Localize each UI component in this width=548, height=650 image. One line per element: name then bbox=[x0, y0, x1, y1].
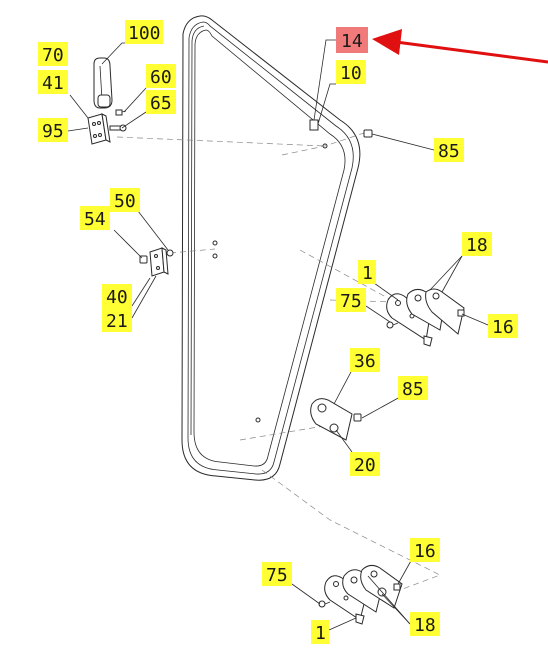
svg-text:75: 75 bbox=[266, 565, 288, 586]
hinge-plate-middle bbox=[149, 247, 169, 277]
callout-100: 100 bbox=[125, 20, 163, 44]
svg-text:100: 100 bbox=[128, 23, 161, 44]
svg-text:75: 75 bbox=[340, 291, 362, 312]
callout-54: 54 bbox=[80, 206, 110, 230]
callout-16-upper: 16 bbox=[488, 314, 518, 338]
callout-21: 21 bbox=[102, 308, 132, 332]
handle-bracket bbox=[93, 57, 113, 109]
callout-18-lower: 18 bbox=[410, 612, 440, 636]
callout-10: 10 bbox=[336, 60, 366, 84]
callout-70: 70 bbox=[38, 42, 68, 66]
callout-labels: 100 70 41 60 65 95 14 10 bbox=[38, 20, 518, 644]
hinge-plate-top bbox=[87, 113, 111, 145]
screw-65 bbox=[109, 124, 127, 132]
callout-95: 95 bbox=[38, 118, 68, 142]
svg-text:21: 21 bbox=[106, 311, 128, 332]
callout-1-lower: 1 bbox=[311, 620, 329, 644]
svg-text:85: 85 bbox=[402, 379, 424, 400]
callout-50: 50 bbox=[110, 188, 140, 212]
svg-text:1: 1 bbox=[362, 263, 373, 284]
callout-1-upper: 1 bbox=[358, 260, 376, 284]
glass-clip bbox=[309, 119, 319, 131]
svg-text:36: 36 bbox=[354, 351, 376, 372]
callout-75-upper: 75 bbox=[336, 288, 366, 312]
nut-85-top bbox=[363, 129, 373, 138]
window-glass-assembly bbox=[181, 15, 361, 481]
hinge-set-lower bbox=[324, 564, 403, 625]
callout-41: 41 bbox=[38, 70, 68, 94]
svg-text:85: 85 bbox=[438, 141, 460, 162]
svg-text:10: 10 bbox=[340, 63, 362, 84]
callout-85-top: 85 bbox=[434, 138, 464, 162]
svg-text:70: 70 bbox=[42, 45, 64, 66]
svg-text:16: 16 bbox=[414, 541, 436, 562]
hinge-set-upper bbox=[386, 288, 465, 347]
svg-text:18: 18 bbox=[414, 615, 436, 636]
svg-text:60: 60 bbox=[150, 67, 172, 88]
callout-20: 20 bbox=[350, 452, 380, 476]
svg-text:20: 20 bbox=[354, 455, 376, 476]
callout-85-middle: 85 bbox=[398, 376, 428, 400]
svg-text:50: 50 bbox=[114, 191, 136, 212]
callout-16-lower: 16 bbox=[410, 538, 440, 562]
callout-40: 40 bbox=[102, 284, 132, 308]
washer-50 bbox=[166, 249, 174, 257]
svg-text:14: 14 bbox=[341, 31, 363, 52]
svg-text:54: 54 bbox=[84, 209, 106, 230]
svg-text:40: 40 bbox=[106, 287, 128, 308]
red-arrow bbox=[372, 29, 548, 64]
callout-18-upper: 18 bbox=[462, 232, 492, 256]
callout-14: 14 bbox=[336, 27, 368, 53]
svg-text:41: 41 bbox=[42, 73, 64, 94]
leader-lines bbox=[67, 39, 489, 631]
screw-75-upper bbox=[386, 321, 399, 329]
svg-text:16: 16 bbox=[492, 317, 514, 338]
callout-60: 60 bbox=[146, 64, 176, 88]
svg-text:18: 18 bbox=[466, 235, 488, 256]
callout-65: 65 bbox=[146, 90, 176, 114]
callout-75-lower: 75 bbox=[262, 562, 292, 586]
nut-85-middle bbox=[353, 413, 362, 422]
screw-75-lower bbox=[318, 600, 331, 608]
callout-36: 36 bbox=[350, 348, 380, 372]
bracket-20 bbox=[310, 398, 353, 441]
svg-text:95: 95 bbox=[42, 121, 64, 142]
svg-text:65: 65 bbox=[150, 93, 172, 114]
screw-60 bbox=[115, 109, 127, 116]
svg-text:1: 1 bbox=[315, 623, 326, 644]
